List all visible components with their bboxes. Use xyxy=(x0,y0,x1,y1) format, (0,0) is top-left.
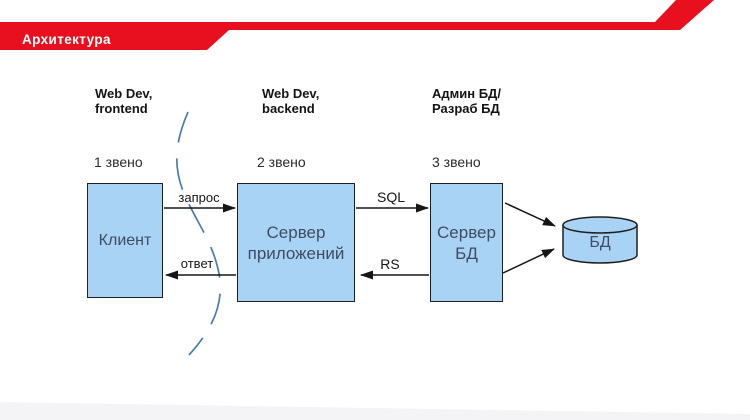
rs-arrow-label: RS xyxy=(380,256,400,272)
app-server-node: Сервер приложений xyxy=(237,183,355,302)
tier-separator-curve xyxy=(176,111,222,356)
role-label-backend: Web Dev, backend xyxy=(262,86,320,116)
response-arrow-label: ответ xyxy=(180,256,214,271)
database-cylinder-icon xyxy=(562,216,638,264)
tier-label-1: 1 звено xyxy=(94,154,143,170)
client-node: Клиент xyxy=(87,183,163,298)
slide-title: Архитектура xyxy=(22,32,111,47)
dbserver-to-db-lower-arrow xyxy=(502,248,555,274)
database-label: БД xyxy=(589,234,611,251)
tier-label-3: 3 звено xyxy=(432,154,481,170)
request-arrow-label: запрос xyxy=(178,190,220,205)
dbserver-to-db-upper-arrow xyxy=(504,202,556,227)
footer-stripe xyxy=(0,402,750,420)
sql-arrow-label: SQL xyxy=(376,189,405,205)
role-label-db-admin: Админ БД/ Разраб БД xyxy=(432,86,501,116)
role-label-frontend: Web Dev, frontend xyxy=(95,86,153,116)
tier-label-2: 2 звено xyxy=(257,154,306,170)
header-ribbon xyxy=(0,0,714,50)
db-server-node: Сервер БД xyxy=(430,183,503,302)
